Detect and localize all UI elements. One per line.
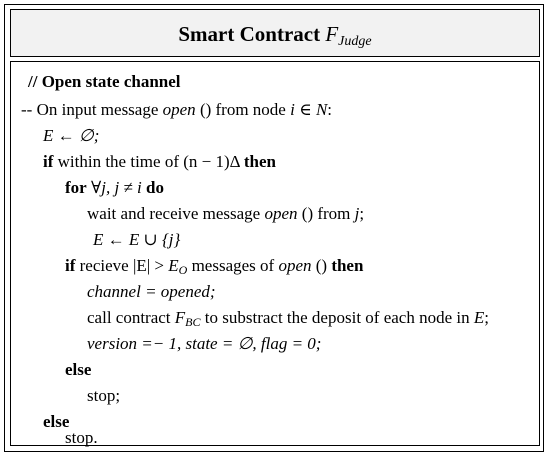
- algo-line-9: call contract FBC to substract the depos…: [87, 308, 489, 332]
- title-subscript: Judge: [338, 34, 372, 49]
- algorithm-box: // Open state channel -- On input messag…: [10, 61, 540, 447]
- line-text: call contract: [87, 308, 175, 327]
- algo-line-13: else: [43, 412, 70, 431]
- algo-line-12: stop;: [87, 386, 121, 405]
- line-text: within the time of (n − 1)Δ: [53, 152, 244, 171]
- function-name: open: [162, 100, 196, 119]
- line-text: to substract the deposit of each node in: [200, 308, 474, 327]
- contract-title: Smart Contract FJudge: [10, 9, 540, 57]
- function-name: open: [264, 204, 298, 223]
- symbol: F: [174, 308, 186, 327]
- symbol-subscript: O: [178, 263, 188, 277]
- algo-line-11: else: [65, 360, 92, 379]
- function-name: open: [278, 256, 312, 275]
- title-symbol: F: [325, 22, 339, 46]
- symbol: E: [168, 256, 179, 275]
- algo-line-5: wait and receive message open () from j;: [87, 204, 364, 224]
- algo-line-1: -- On input message open () from node i …: [21, 100, 332, 120]
- title-text: Smart Contract: [178, 22, 321, 46]
- line-end: ;: [484, 308, 489, 327]
- line-end: ;: [359, 204, 365, 223]
- algo-line-10: version =− 1, state = ∅, flag = 0;: [87, 334, 322, 353]
- keyword: then: [243, 152, 277, 171]
- algo-line-14: stop.: [65, 428, 98, 447]
- keyword: then: [331, 256, 364, 275]
- keyword: for: [65, 178, 87, 197]
- keyword: do: [145, 178, 164, 197]
- line-text: messages of: [187, 256, 279, 275]
- comment-line: // Open state channel: [28, 72, 181, 91]
- line-text: -- On input message: [21, 100, 163, 119]
- algo-line-7: if recieve |E| > EO messages of open () …: [65, 256, 363, 280]
- keyword: if: [43, 152, 54, 171]
- line-text: (): [311, 256, 332, 275]
- node-var: j: [354, 204, 360, 223]
- algo-line-4: for ∀j, j ≠ i do: [65, 178, 164, 198]
- line-text: ∈: [294, 100, 316, 119]
- symbol-subscript: BC: [185, 315, 201, 329]
- algo-line-6: E ← E ∪ {j}: [93, 230, 181, 249]
- algo-line-2: E ← ∅;: [43, 126, 100, 145]
- line-text: () from: [297, 204, 355, 223]
- algo-line-3: if within the time of (n − 1)Δ then: [43, 152, 276, 172]
- line-text: wait and receive message: [87, 204, 265, 223]
- line-end: :: [327, 100, 333, 119]
- keyword: if: [65, 256, 76, 275]
- contract-frame: [4, 4, 544, 452]
- algo-line-8: channel = opened;: [87, 282, 216, 301]
- set-var: E: [473, 308, 485, 327]
- line-text: () from node: [195, 100, 291, 119]
- line-text: recieve |E| >: [75, 256, 169, 275]
- set-var: N: [315, 100, 328, 119]
- line-text: ∀j, j ≠ i: [86, 178, 146, 197]
- node-var: i: [290, 100, 295, 119]
